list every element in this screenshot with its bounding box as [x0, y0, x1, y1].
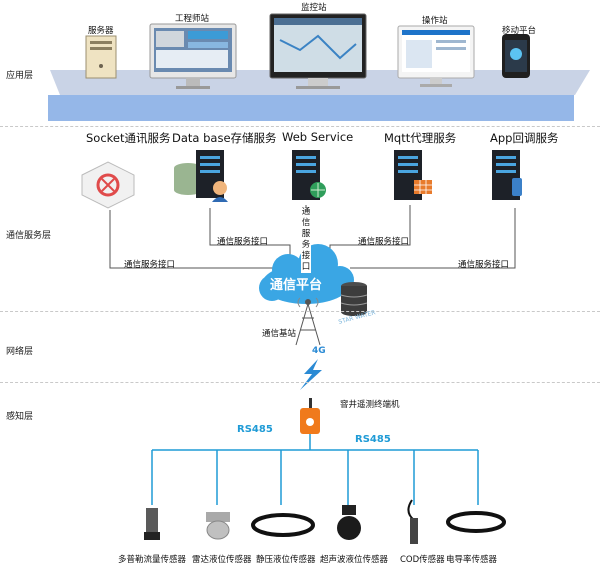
- layer-label-application: 应用层: [6, 71, 34, 81]
- sensor-label-doppler: 多普勒流量传感器: [118, 555, 187, 565]
- engineer-station-label: 工程师站: [175, 14, 210, 24]
- rs485-label-right: RS485: [355, 434, 391, 445]
- socket-service-icon: [81, 161, 135, 209]
- sensor-label-cod: COD传感器: [400, 555, 445, 565]
- doppler-flow-sensor-icon: [144, 508, 160, 540]
- signal-4g-label: 4G: [312, 346, 326, 356]
- monitor-station-label: 监控站: [301, 3, 327, 13]
- operator-monitor-icon: [397, 25, 475, 87]
- sensor-label-static-pressure: 静压液位传感器: [256, 555, 316, 565]
- rs485-label-left: RS485: [237, 424, 273, 435]
- platform-label: 通信平台: [270, 278, 323, 293]
- sensor-label-ultrasonic: 超声波液位传感器: [320, 555, 389, 565]
- monitor-station-icon: [269, 13, 367, 89]
- server-icon: [85, 35, 117, 79]
- mqtt-service-label: Mqtt代理服务: [384, 131, 457, 145]
- database-server-icon: [174, 150, 228, 202]
- static-pressure-sensor-icon: [251, 513, 315, 537]
- database-cylinder-icon: [340, 282, 368, 316]
- sensor-label-radar: 雷达液位传感器: [192, 555, 252, 565]
- ultrasonic-level-sensor-icon: [337, 505, 361, 540]
- cloud-platform-shape: [259, 244, 354, 304]
- mqtt-server-icon: [394, 150, 432, 200]
- sensor-label-conductivity: 电导率传感器: [446, 555, 498, 565]
- divider-network: [0, 382, 600, 383]
- operator-station-label: 操作站: [422, 16, 448, 26]
- interface-label-left-outer: 通信服务接口: [124, 260, 176, 270]
- layer-label-comm-service: 通信服务层: [6, 231, 52, 241]
- app-callback-server-icon: [492, 150, 522, 200]
- web-service-label: Web Service: [282, 130, 354, 144]
- interface-label-center-vertical: 通信服务接口: [301, 207, 311, 273]
- divider-application: [0, 126, 600, 127]
- database-service-label: Data base存储服务: [172, 131, 277, 145]
- socket-service-label: Socket通讯服务: [86, 131, 171, 145]
- engineer-monitor-icon: [149, 23, 237, 89]
- terminal-label: 窨井遥测终端机: [340, 400, 400, 410]
- app-service-label: App回调服务: [490, 131, 559, 145]
- divider-comm: [0, 311, 600, 312]
- server-label: 服务器: [88, 26, 114, 36]
- interface-label-right-outer: 通信服务接口: [458, 260, 510, 270]
- terminal-device-icon: [300, 398, 320, 434]
- base-station-tower-icon: [295, 297, 321, 346]
- lightning-icon: [300, 359, 322, 390]
- interface-label-left-inner: 通信服务接口: [217, 237, 269, 247]
- application-band-front: [48, 95, 574, 121]
- cod-sensor-icon: [407, 499, 418, 544]
- mobile-platform-label: 移动平台: [502, 26, 537, 36]
- layer-label-network: 网络层: [6, 347, 34, 357]
- mobile-phone-icon: [502, 34, 530, 78]
- interface-label-right-inner: 通信服务接口: [358, 237, 410, 247]
- web-service-server-icon: [292, 150, 326, 200]
- base-station-label: 通信基站: [262, 329, 297, 339]
- radar-level-sensor-icon: [206, 512, 230, 540]
- layer-label-perception: 感知层: [6, 412, 34, 422]
- conductivity-sensor-icon: [446, 511, 506, 533]
